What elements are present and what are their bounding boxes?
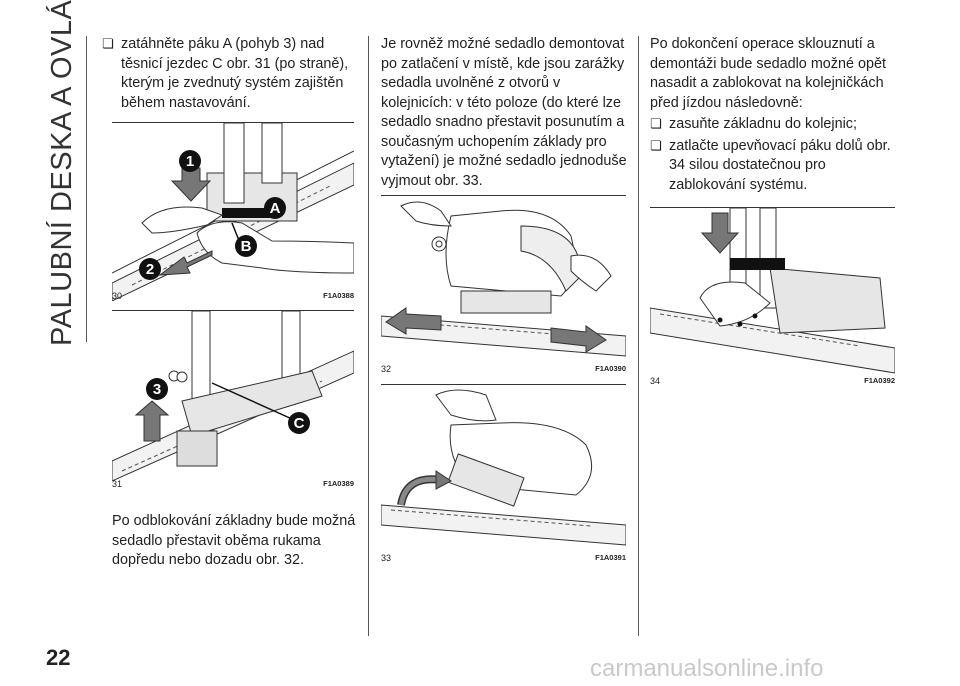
- col1-bullet-1: zatáhněte páku A (pohyb 3) nad těsnicí j…: [102, 35, 354, 113]
- callout-b: B: [241, 238, 252, 255]
- col2-text: Je rovněž možné sedadlo demontovat po za…: [381, 35, 631, 191]
- figure-32-illustration: [381, 201, 626, 357]
- figure-32-number: 32: [381, 364, 392, 374]
- watermark: carmanualsonline.info: [590, 655, 824, 682]
- sidebar-divider: [86, 36, 87, 342]
- arrow-forward: [550, 325, 607, 353]
- figure-30-number: 30: [112, 291, 123, 301]
- callout-c-circle: [288, 412, 310, 434]
- arrow-1-down: [170, 167, 212, 202]
- callout-2: 2: [146, 261, 154, 278]
- figure-33-number: 33: [381, 553, 392, 563]
- callout-3: 3: [153, 381, 161, 398]
- figure-33-code: F1A0391: [595, 553, 626, 562]
- col1-text-bottom: Po odblokování základny bude možná sedad…: [112, 512, 357, 571]
- page-number: 22: [46, 645, 71, 670]
- figure-34-code: F1A0392: [864, 376, 895, 385]
- arrow-down: [700, 212, 740, 254]
- figure-30-code: F1A0388: [323, 291, 354, 300]
- col3-bullet-2: zatlačte upevňovací páku dolů obr. 34 si…: [650, 137, 900, 196]
- figure-31-illustration: 3 C: [112, 311, 354, 481]
- col3-bullet-1: zasuňte základnu do kolejnic;: [650, 115, 900, 135]
- column-divider-2: [638, 36, 639, 636]
- callout-2-circle: [139, 258, 161, 280]
- figure-32-code: F1A0390: [595, 364, 626, 373]
- figure-31: 3 C 31 F1A0389: [112, 310, 354, 489]
- lever-shape: [730, 258, 785, 270]
- figure-31-code: F1A0389: [323, 479, 354, 488]
- callout-a-circle: [264, 197, 286, 219]
- col3-text: Po dokončení operace sklouznutí a demont…: [650, 35, 900, 195]
- figure-33-illustration: [381, 389, 626, 546]
- figure-34: 34 F1A0392: [650, 207, 895, 386]
- arrow-3-up: [134, 400, 170, 442]
- figure-34-number: 34: [650, 376, 661, 386]
- arrow-2-pull: [158, 250, 213, 276]
- figure-32: 32 F1A0390: [381, 195, 626, 374]
- callout-c: C: [294, 415, 305, 432]
- callout-a: A: [270, 200, 281, 217]
- figure-34-illustration: [650, 208, 895, 374]
- figure-33: 33 F1A0391: [381, 384, 626, 563]
- col2-paragraph-1: Je rovněž možné sedadlo demontovat po za…: [381, 36, 627, 189]
- section-title: PALUBNÍ DESKA A OVLÁDAČE: [46, 0, 78, 346]
- arrow-lift: [435, 470, 452, 490]
- figure-30-illustration: 1 A B 2: [112, 123, 354, 301]
- arrow-backward: [385, 307, 442, 335]
- figure-30: 1 A B 2 30 F1A0388: [112, 122, 354, 301]
- col3-paragraph-1: Po dokončení operace sklouznutí a demont…: [650, 36, 887, 111]
- col1-paragraph-2: Po odblokování základny bude možná sedad…: [112, 513, 356, 568]
- callout-b-circle: [235, 235, 257, 257]
- figure-31-number: 31: [112, 479, 123, 489]
- callout-1: 1: [186, 153, 194, 170]
- column-divider-1: [368, 36, 369, 636]
- col1-text-top: zatáhněte páku A (pohyb 3) nad těsnicí j…: [102, 35, 354, 113]
- callout-1-circle: [179, 150, 201, 172]
- lever-a-shape: [222, 208, 270, 218]
- callout-3-circle: [146, 378, 168, 400]
